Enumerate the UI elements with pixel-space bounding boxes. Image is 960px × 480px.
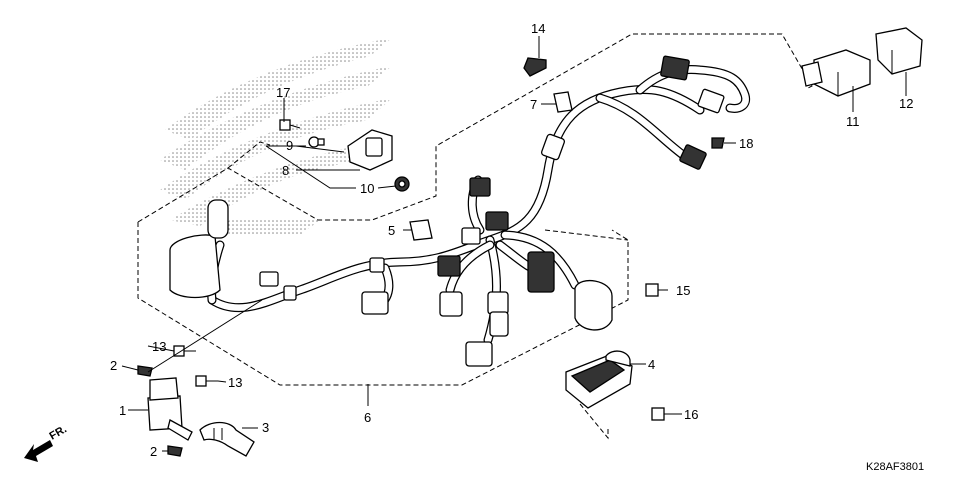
relay-12 <box>875 27 923 75</box>
group-outline-left <box>227 141 271 169</box>
callout-7: 7 <box>530 97 537 112</box>
callout-11: 11 <box>846 114 860 129</box>
honda-wing-watermark <box>160 38 392 235</box>
callout-16: 16 <box>684 407 698 422</box>
relay-11 <box>801 49 871 97</box>
callout-5: 5 <box>388 223 395 238</box>
callout-12: 12 <box>899 96 913 111</box>
clip-7 <box>553 91 573 113</box>
ignition-coil <box>147 377 193 441</box>
callout-14: 14 <box>531 21 545 36</box>
spark-plug-cap <box>199 421 255 457</box>
clamp-5 <box>409 219 433 241</box>
group-outline-harness <box>137 33 813 386</box>
callout-13-upper: 13 <box>152 339 166 354</box>
harness-relay-right <box>574 279 613 331</box>
callout-3: 3 <box>262 420 269 435</box>
callout-17: 17 <box>276 85 290 100</box>
front-arrow-icon: FR. <box>24 423 69 462</box>
harness-connector-top <box>540 55 725 170</box>
bolt-17 <box>279 119 301 131</box>
grommet-9 <box>308 136 325 148</box>
diagram-code: K28AF3801 <box>866 461 924 473</box>
bracket-8 <box>347 129 393 171</box>
nut-10 <box>394 176 410 192</box>
regulator-rectifier <box>565 350 633 440</box>
front-label: FR. <box>48 423 69 442</box>
callout-18: 18 <box>739 136 753 151</box>
leader-lines <box>121 36 907 452</box>
bolt-15 <box>645 283 659 297</box>
harness-coil-left <box>169 199 229 299</box>
callout-6: 6 <box>364 410 371 425</box>
callout-13-lower: 13 <box>228 375 242 390</box>
group-outline-relay <box>544 229 629 241</box>
callout-8: 8 <box>282 163 289 178</box>
bolt-16 <box>651 407 665 421</box>
bolt-upper <box>173 345 196 357</box>
clip-14 <box>523 57 547 77</box>
clip-18 <box>711 137 725 149</box>
callout-15: 15 <box>676 283 690 298</box>
callout-9: 9 <box>286 138 293 153</box>
callout-1: 1 <box>119 403 126 418</box>
harness-connector-middle <box>259 177 555 367</box>
bolt-lower <box>195 375 218 387</box>
clip-upper <box>137 365 153 377</box>
callout-10: 10 <box>360 181 374 196</box>
callout-2-upper: 2 <box>110 358 117 373</box>
callout-2-lower: 2 <box>150 444 157 459</box>
callout-4: 4 <box>648 357 655 372</box>
clip-lower <box>167 445 183 457</box>
